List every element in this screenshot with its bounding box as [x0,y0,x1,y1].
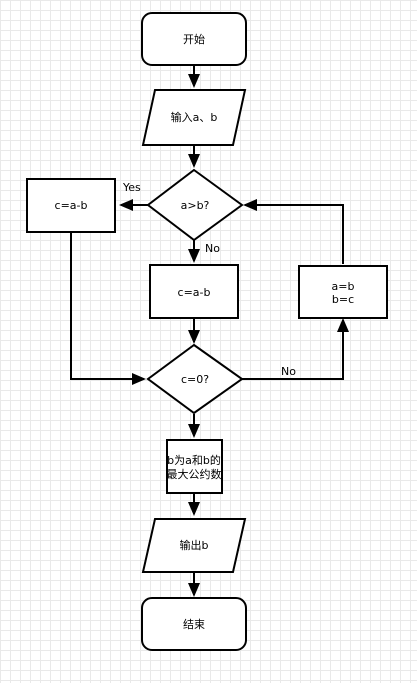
result-label-line1: b为a和b的 [167,453,221,467]
mid-assign-label: c=a-b [178,286,211,299]
result-label-line2: 最大公约数 [167,467,222,481]
output-parallelogram [141,518,247,573]
yes-edge-label: Yes [122,181,141,194]
mid-assign-box [149,264,239,319]
edge-swap-to-cond [243,199,344,264]
left-assign-label: c=a-b [55,199,88,212]
decision-c-eq-0 [146,343,244,415]
edge-left-to-c0 [70,232,146,385]
cond-c0-label: c=0? [181,373,209,386]
end-label: 结束 [183,618,205,631]
decision-a-gt-b [146,168,244,242]
start-label: 开始 [183,32,205,46]
input-parallelogram [141,89,247,146]
swap-label-line1: a=b [332,280,355,293]
start-terminal [141,12,247,66]
output-label: 输出b [180,538,209,552]
edge-c0-to-swap-no [242,318,349,380]
swap-box [298,265,388,319]
result-box [166,439,223,494]
swap-label-line2: b=c [332,293,354,306]
end-terminal [141,597,247,651]
left-assign-box [26,178,116,233]
cond-ab-label: a>b? [181,199,210,212]
input-label: 输入a、b [171,110,218,124]
no-edge-label-1: No [205,242,220,255]
no-edge-label-2: No [281,365,296,378]
